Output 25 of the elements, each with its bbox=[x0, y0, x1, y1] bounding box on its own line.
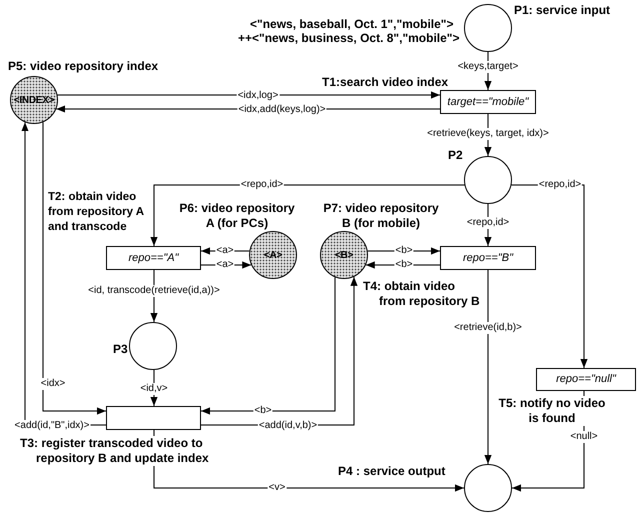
transition-box: repo=="null" bbox=[536, 368, 636, 391]
arrow bbox=[42, 122, 106, 415]
edge-label: <idx,add(keys,log)> bbox=[237, 104, 327, 116]
transition-box bbox=[106, 406, 201, 430]
edge-label: <idx,log> bbox=[236, 90, 280, 102]
edge-label: <retrieve(keys, target, idx)> bbox=[426, 128, 550, 140]
arrow bbox=[200, 276, 336, 415]
arrow bbox=[56, 91, 440, 99]
edge-label: <keys,target> bbox=[456, 61, 520, 73]
edge-label: <id,v> bbox=[139, 383, 169, 395]
edge-label: <add(id,"B",idx)> bbox=[14, 420, 90, 432]
edge-label: <idx> bbox=[40, 378, 66, 390]
edge-label: <id, transcode(retrieve(id,a))> bbox=[87, 285, 221, 297]
token-label: <"news, baseball, Oct. 1","mobile"> ++<"news, business, Oct. 8","mobile"> bbox=[238, 17, 461, 45]
arrow bbox=[154, 430, 464, 492]
edge-label: <repo,id> bbox=[240, 179, 284, 191]
transition-box: target=="mobile" bbox=[440, 90, 536, 114]
transition-box: repo=="A" bbox=[106, 246, 201, 270]
arrow bbox=[484, 270, 492, 464]
transition-box: repo=="B" bbox=[440, 246, 536, 270]
edge-label: <retrieve(id,b)> bbox=[453, 322, 523, 334]
edge-label: <add(id,v,b)> bbox=[258, 420, 318, 432]
edge-label: <repo,id> bbox=[466, 217, 510, 229]
edge-label: <null> bbox=[569, 431, 599, 443]
edge-label: <repo,id> bbox=[538, 179, 582, 191]
